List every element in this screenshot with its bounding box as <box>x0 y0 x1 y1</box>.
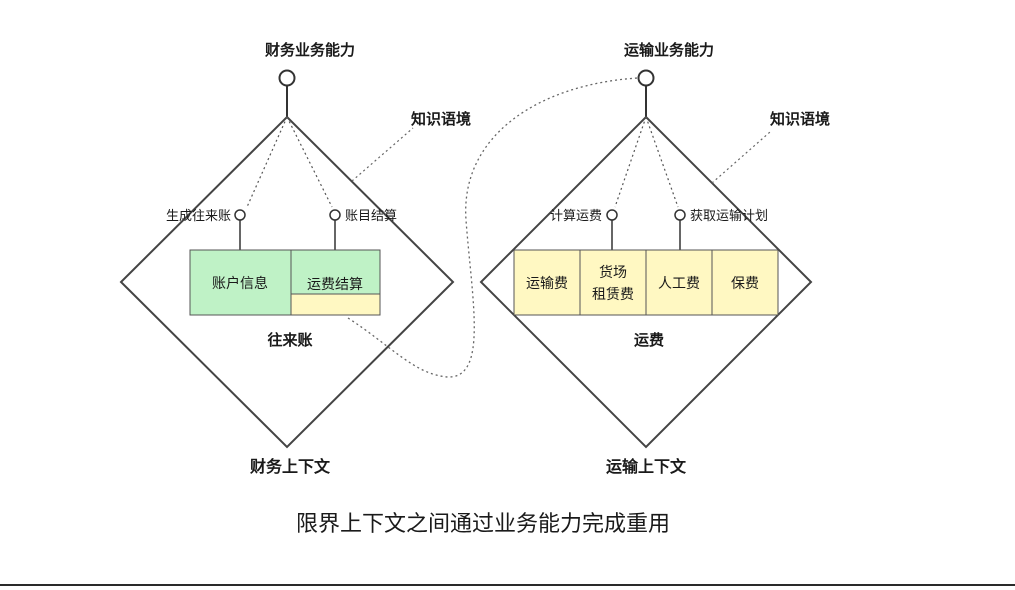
transport-port-a-icon <box>606 209 618 221</box>
finance-box-settle-label: 运费结算 <box>307 277 363 293</box>
transport-box-2-label-line2: 租赁费 <box>592 287 634 303</box>
transport-box-4-label: 保费 <box>731 276 759 292</box>
diagram-caption: 限界上下文之间通过业务能力完成重用 <box>296 512 670 537</box>
transport-port-b-icon <box>674 209 686 221</box>
transport-fan-line-right <box>645 116 679 208</box>
finance-fan-line-left <box>246 116 288 208</box>
transport-capability-label: 运输业务能力 <box>624 41 714 59</box>
finance-context: 财务业务能力 知识语境 生成往来账 账目结算 账户信息 运费结算 往来账 财务上… <box>119 41 471 476</box>
transport-box-1-label: 运输费 <box>526 276 568 292</box>
finance-capability-port-icon <box>278 69 296 87</box>
transport-capability-port-icon <box>637 69 655 87</box>
finance-fan-line-right <box>286 116 333 208</box>
finance-capability-label: 财务业务能力 <box>265 41 355 59</box>
transport-fan-line-left <box>614 116 647 208</box>
transport-knowledge-label: 知识语境 <box>770 110 830 128</box>
finance-knowledge-label: 知识语境 <box>411 110 471 128</box>
transport-box-2-label-line1: 货场 <box>599 264 627 281</box>
transport-capability-b-label: 获取运输计划 <box>690 208 768 224</box>
finance-knowledge-pointer <box>351 127 414 182</box>
finance-box-account-label: 账户信息 <box>212 275 268 292</box>
reuse-connector-curve <box>347 77 639 378</box>
transport-context-name: 运输上下文 <box>606 457 687 476</box>
transport-knowledge-pointer <box>711 131 771 184</box>
finance-context-name: 财务上下文 <box>249 457 331 476</box>
transport-capability-a-label: 计算运费 <box>550 209 602 224</box>
bottom-divider <box>0 584 1015 586</box>
finance-port-b-icon <box>329 209 341 221</box>
finance-box-account <box>189 249 292 316</box>
finance-capability-a-label: 生成往来账 <box>166 209 231 224</box>
finance-aggregate-label: 往来账 <box>267 331 312 349</box>
transport-context-diamond <box>479 115 813 449</box>
transport-box-4 <box>711 249 779 316</box>
transport-box-2 <box>579 249 647 316</box>
finance-capability-b-label: 账目结算 <box>345 209 397 224</box>
finance-box-settle-bottom <box>290 293 381 316</box>
transport-box-3-label: 人工费 <box>658 276 700 292</box>
finance-port-a-icon <box>234 209 246 221</box>
finance-context-diamond <box>119 115 455 449</box>
transport-context: 运输业务能力 知识语境 计算运费 获取运输计划 运输费 货场 租赁费 人工费 保… <box>479 41 830 476</box>
transport-aggregate-label: 运费 <box>634 331 664 349</box>
